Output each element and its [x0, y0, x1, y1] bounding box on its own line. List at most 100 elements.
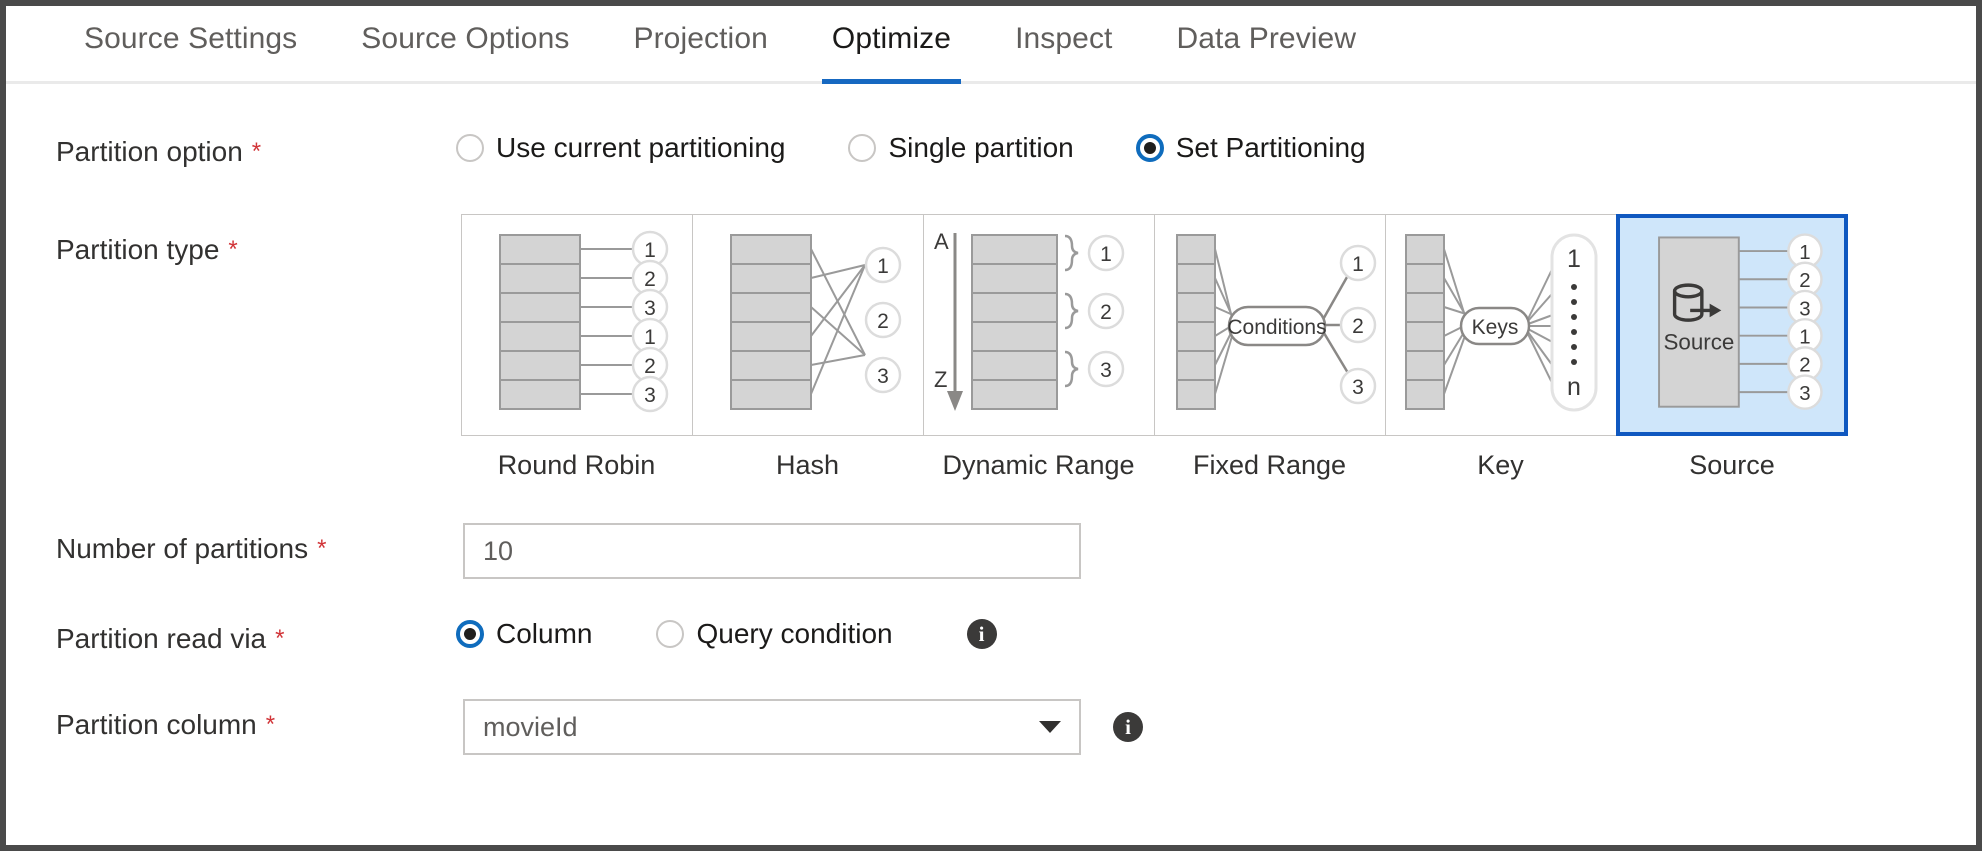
- info-icon[interactable]: i: [1113, 712, 1143, 742]
- svg-text:1: 1: [1100, 243, 1112, 266]
- partition-type-card-label: Hash: [775, 450, 840, 480]
- radio-circle-checked-icon[interactable]: [456, 620, 484, 648]
- range-start-letter: A: [934, 229, 949, 254]
- partition-type-card-key[interactable]: Keys 1 n: [1385, 214, 1617, 436]
- svg-text:1: 1: [644, 326, 656, 349]
- chevron-down-icon[interactable]: [1039, 721, 1061, 733]
- fixed-range-diagram-icon: Conditions 123: [1176, 234, 1377, 410]
- required-marker: *: [228, 236, 238, 263]
- radio-single-partition[interactable]: Single partition: [848, 134, 1074, 162]
- radio-circle-checked-icon[interactable]: [1135, 134, 1164, 162]
- partition-type-card-hash-wrap: 1 2 3 Hash: [692, 214, 924, 480]
- svg-text:2: 2: [1100, 301, 1112, 324]
- svg-text:1: 1: [1352, 253, 1364, 276]
- partition-read-via-row: Partition read via * Column Query conditi…: [6, 619, 1976, 653]
- partition-type-label-text: Partition type: [56, 234, 220, 265]
- partition-column-row: Partition column * movieId i: [6, 699, 1976, 755]
- svg-text:2: 2: [644, 355, 656, 378]
- partition-type-card-label: Round Robin: [497, 450, 656, 480]
- partition-type-card-round-robin[interactable]: 1 2 3 1 2 3: [461, 214, 693, 436]
- optimize-form: Partition option* Use current partitioni…: [6, 84, 1976, 755]
- key-diagram-icon: Keys 1 n: [1405, 233, 1598, 412]
- svg-text:3: 3: [1799, 383, 1810, 405]
- svg-text:3: 3: [644, 297, 656, 320]
- partition-type-card-label: Dynamic Range: [942, 450, 1135, 480]
- tab-source-settings[interactable]: Source Settings: [84, 22, 298, 55]
- partition-column-label-text: Partition column: [56, 709, 257, 740]
- database-cylinder-icon: [1672, 283, 1704, 322]
- partition-type-card-label: Source: [1689, 450, 1775, 480]
- number-of-partitions-input[interactable]: 10: [463, 523, 1081, 579]
- partition-type-card-list: 1 2 3 1 2 3 Round Robin: [461, 214, 1848, 479]
- partition-type-card-dynamic-range[interactable]: A Z: [923, 214, 1155, 436]
- number-of-partitions-label: Number of partitions*: [56, 523, 463, 563]
- partition-read-via-label: Partition read via *: [56, 619, 456, 653]
- svg-text:1: 1: [644, 239, 656, 262]
- partition-column-value: movieId: [483, 711, 578, 742]
- partition-type-row: Partition type *: [6, 214, 1976, 479]
- partition-read-via-label-text: Partition read via: [56, 623, 267, 654]
- svg-text:2: 2: [1352, 315, 1364, 338]
- radio-use-current-partitioning[interactable]: Use current partitioning: [456, 134, 785, 162]
- svg-text:3: 3: [1100, 359, 1112, 382]
- required-marker: *: [265, 711, 276, 738]
- svg-text:1: 1: [1799, 326, 1810, 348]
- partition-type-label: Partition type *: [56, 214, 461, 264]
- radio-circle-icon[interactable]: [456, 134, 484, 162]
- keys-node-label: Keys: [1472, 316, 1519, 339]
- partition-type-card-key-wrap: Keys 1 n Key: [1385, 214, 1617, 480]
- number-of-partitions-value: 10: [483, 535, 514, 566]
- partition-type-card-hash[interactable]: 1 2 3: [692, 214, 924, 436]
- radio-label: Query condition: [696, 618, 893, 649]
- partition-type-card-round-robin-wrap: 1 2 3 1 2 3 Round Robin: [461, 214, 693, 480]
- partition-type-card-dynamic-range-wrap: A Z: [923, 214, 1155, 480]
- number-of-partitions-label-text: Number of partitions: [56, 533, 309, 564]
- tab-optimize[interactable]: Optimize: [800, 6, 983, 84]
- partition-type-card-label: Key: [1477, 450, 1524, 480]
- radio-circle-icon[interactable]: [656, 620, 685, 648]
- hash-diagram-icon: 1 2 3: [730, 234, 902, 410]
- tab-projection[interactable]: Projection: [633, 22, 768, 55]
- key-bucket-last: n: [1567, 373, 1581, 401]
- radio-label: Use current partitioning: [496, 132, 786, 163]
- partition-option-radio-group: Use current partitioning Single partitio…: [456, 132, 1366, 162]
- range-end-letter: Z: [934, 367, 947, 392]
- tab-data-preview[interactable]: Data Preview: [1176, 22, 1357, 55]
- svg-text:2: 2: [1799, 355, 1810, 377]
- tab-source-options[interactable]: Source Options: [361, 22, 570, 55]
- radio-column[interactable]: Column: [456, 620, 592, 648]
- svg-text:3: 3: [644, 384, 656, 407]
- svg-text:3: 3: [1352, 376, 1364, 399]
- required-marker: *: [251, 138, 262, 165]
- svg-text:2: 2: [877, 310, 889, 333]
- radio-query-condition[interactable]: Query condition: [656, 618, 893, 649]
- svg-text:1: 1: [877, 255, 889, 278]
- partition-column-label: Partition column *: [56, 699, 463, 739]
- partition-option-row: Partition option* Use current partitioni…: [6, 132, 1976, 166]
- svg-text:1: 1: [1799, 242, 1810, 264]
- partition-type-card-label: Fixed Range: [1192, 450, 1347, 480]
- number-of-partitions-row: Number of partitions* 10: [6, 523, 1976, 579]
- radio-label: Set Partitioning: [1175, 132, 1366, 163]
- tab-bar: Source Settings Source Options Projectio…: [6, 6, 1976, 84]
- key-bucket-first: 1: [1567, 245, 1581, 273]
- svg-text:2: 2: [644, 268, 656, 291]
- round-robin-diagram-icon: 1 2 3 1 2 3: [499, 230, 669, 413]
- source-diagram-icon: Source 123 123: [1658, 233, 1823, 410]
- partition-column-select[interactable]: movieId: [463, 699, 1081, 755]
- radio-circle-icon[interactable]: [848, 134, 877, 162]
- info-icon[interactable]: i: [966, 619, 997, 649]
- partition-read-via-radio-group: Column Query condition i: [456, 619, 997, 649]
- source-node-label: Source: [1663, 329, 1734, 354]
- radio-label: Column: [496, 618, 593, 649]
- tab-inspect[interactable]: Inspect: [1015, 22, 1113, 55]
- svg-text:3: 3: [1799, 298, 1810, 320]
- radio-set-partitioning[interactable]: Set Partitioning: [1135, 132, 1366, 163]
- svg-text:3: 3: [877, 365, 889, 388]
- required-marker: *: [275, 625, 285, 652]
- dynamic-range-diagram-icon: A Z: [934, 229, 1125, 411]
